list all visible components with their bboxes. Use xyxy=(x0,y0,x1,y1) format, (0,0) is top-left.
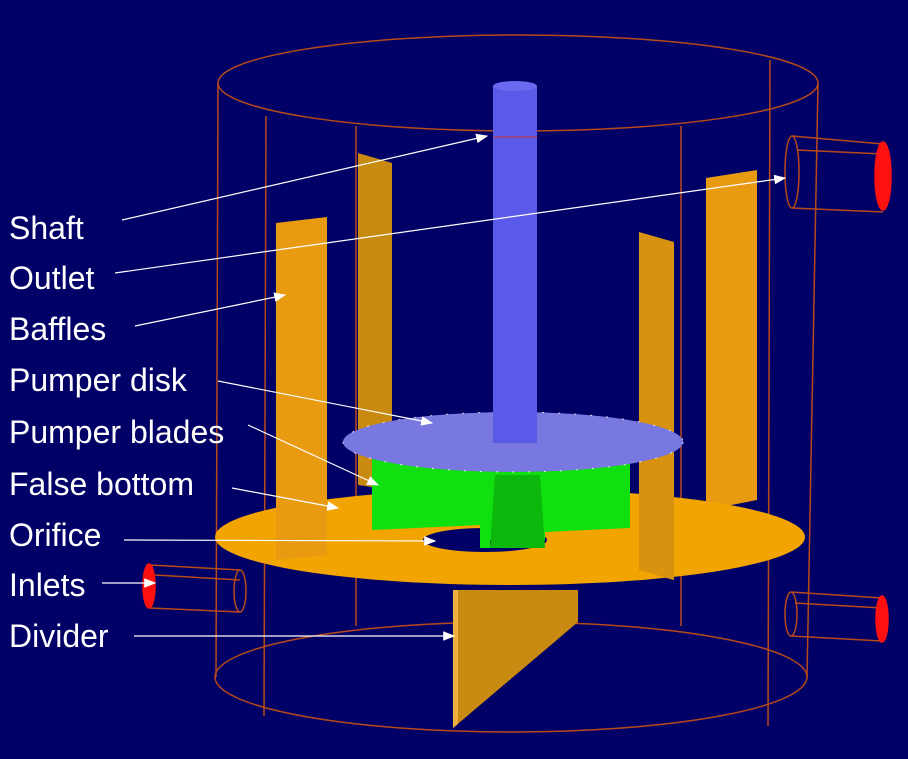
arrow-shaft xyxy=(121,133,489,221)
outlet-pipe xyxy=(784,135,892,213)
label-orifice: Orifice xyxy=(9,517,102,553)
inlet-pipe-left xyxy=(142,563,247,613)
label-baffles: Baffles xyxy=(9,311,107,347)
baffle-front xyxy=(276,470,674,580)
label-divider: Divider xyxy=(9,618,109,654)
label-inlets: Inlets xyxy=(9,567,86,603)
label-false-bottom: False bottom xyxy=(9,466,194,502)
label-outlet: Outlet xyxy=(9,260,95,296)
arrow-outlet xyxy=(114,174,787,274)
divider xyxy=(453,590,578,728)
label-pumper-disk: Pumper disk xyxy=(9,362,187,398)
pumper-blades xyxy=(372,455,630,548)
arrow-baffles xyxy=(134,292,287,327)
arrow-orifice xyxy=(123,536,437,546)
arrow-pumper-blades xyxy=(247,424,380,486)
arrow-pumper-disk xyxy=(217,380,434,426)
arrow-false-bottom xyxy=(231,487,340,511)
label-pumper-blades: Pumper blades xyxy=(9,414,225,450)
leader-arrows xyxy=(102,133,787,641)
shaft xyxy=(493,81,537,443)
label-shaft: Shaft xyxy=(9,210,84,246)
inlet-pipe-right xyxy=(784,591,889,643)
